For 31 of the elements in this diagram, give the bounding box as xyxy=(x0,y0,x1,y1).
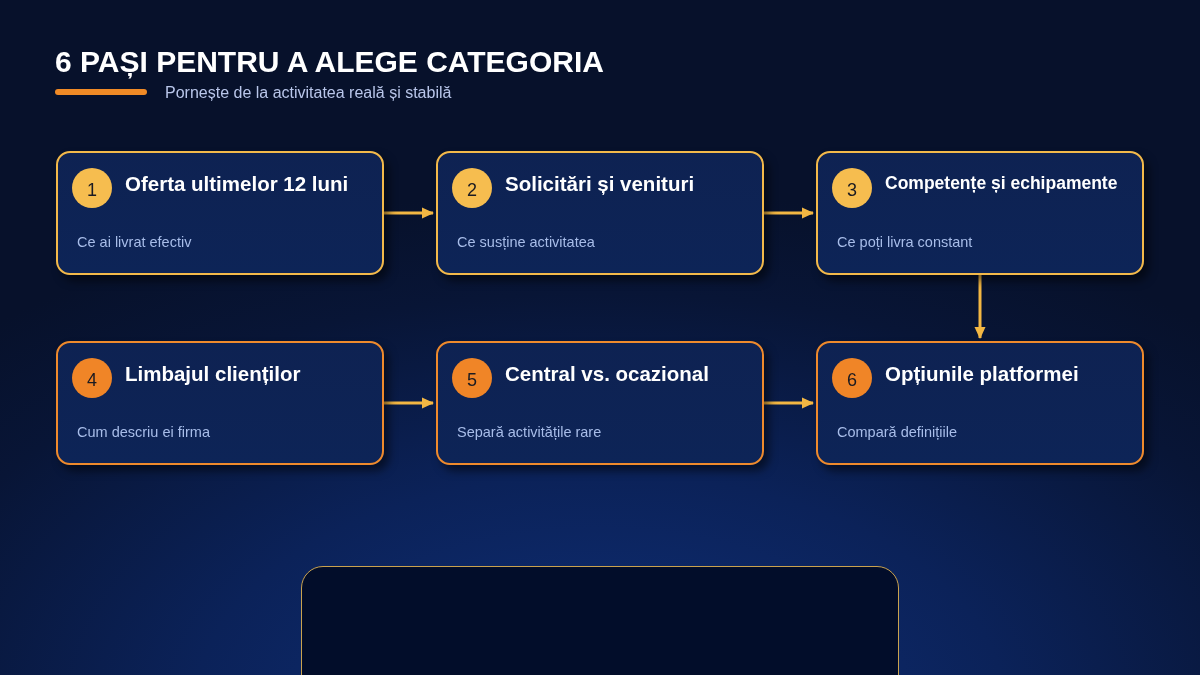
arrow xyxy=(974,275,986,339)
step-number: 3 xyxy=(832,168,872,208)
arrow xyxy=(384,207,434,219)
arrow xyxy=(384,397,434,409)
step-card xyxy=(816,341,1144,465)
step-heading: Opțiunile platformei xyxy=(885,361,1079,387)
arrow xyxy=(764,397,814,409)
step-card xyxy=(436,151,764,275)
step-heading: Solicitări și venituri xyxy=(505,171,695,197)
step-number: 5 xyxy=(452,358,492,398)
step-number: 4 xyxy=(72,358,112,398)
step-heading: Oferta ultimelor 12 luni xyxy=(125,171,349,197)
step-number: 2 xyxy=(452,168,492,208)
step-card xyxy=(816,151,1144,275)
step-description: Cum descriu ei firma xyxy=(77,423,210,441)
step-card xyxy=(56,151,384,275)
step-description: Compară definițiile xyxy=(837,423,958,441)
step-description: Ce poți livra constant xyxy=(837,233,973,251)
arrow xyxy=(764,207,814,219)
subtitle: Pornește de la activitatea reală și stabilă xyxy=(165,83,452,103)
step-heading: Competențe și echipamente xyxy=(885,172,1118,195)
step-description: Ce susține activitatea xyxy=(457,233,595,251)
title: 6 PAȘI PENTRU A ALEGE CATEGORIA xyxy=(55,44,604,80)
step-number: 6 xyxy=(832,358,872,398)
step-heading: Central vs. ocazional xyxy=(505,361,709,387)
step-number: 1 xyxy=(72,168,112,208)
step-description: Separă activitățile rare xyxy=(457,423,602,441)
step-card xyxy=(56,341,384,465)
step-heading: Limbajul clienților xyxy=(125,361,301,387)
step-card xyxy=(436,341,764,465)
step-description: Ce ai livrat efectiv xyxy=(77,233,192,251)
